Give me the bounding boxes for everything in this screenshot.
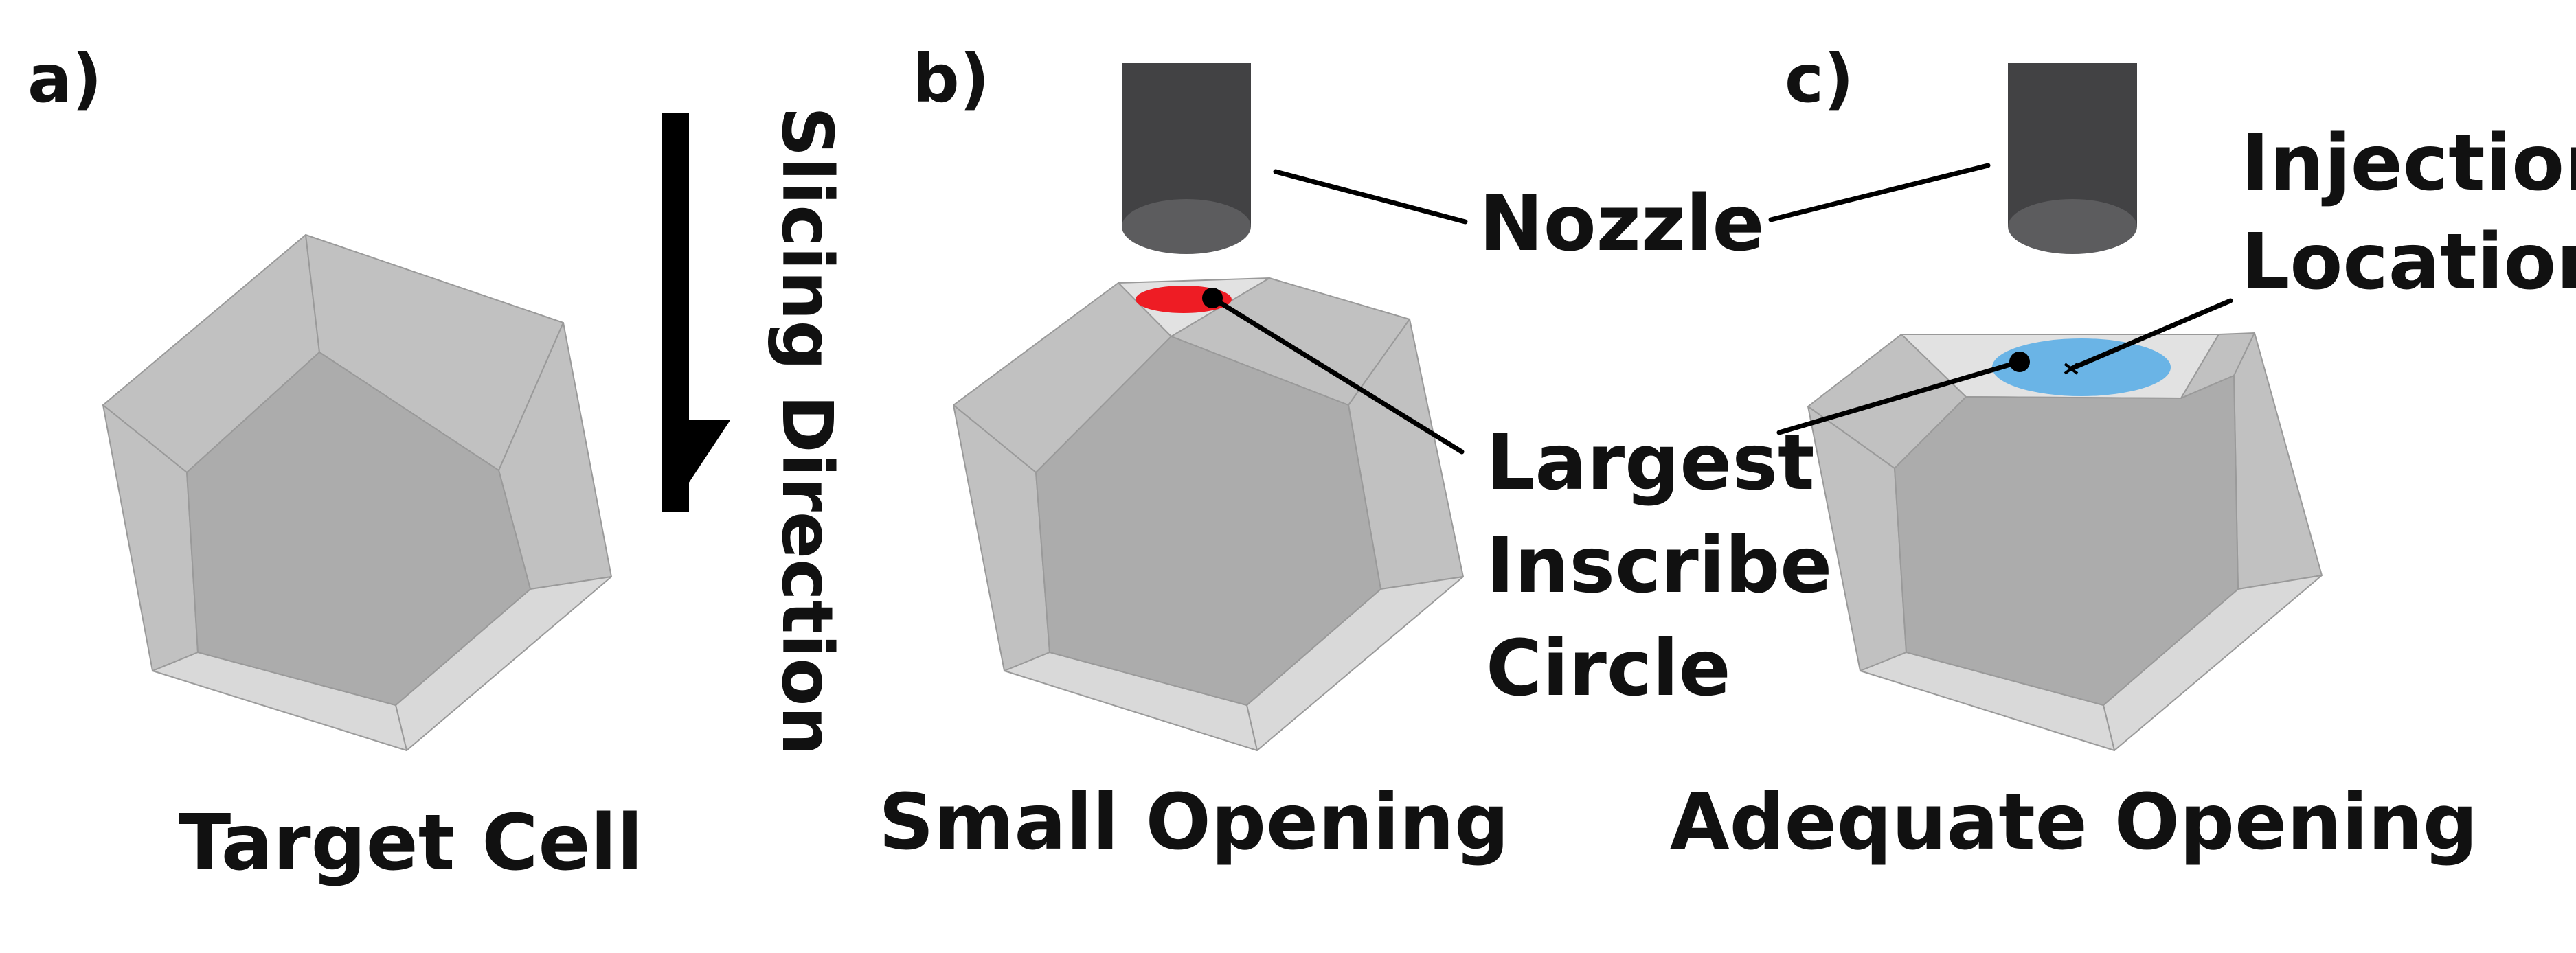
adequate-opening-cell xyxy=(1807,332,2323,751)
nozzle-b-tip xyxy=(1122,199,1251,254)
nozzle-label: Nozzle xyxy=(1479,179,1764,268)
arrow-head xyxy=(662,420,730,512)
largest-circle-callout: Largest Inscribe Circle xyxy=(1486,418,1832,713)
leader-injection-location xyxy=(2068,298,2233,371)
slicing-direction-arrow: Slicing Direction xyxy=(662,106,848,756)
panel-a: a) Target Cell xyxy=(27,41,643,888)
cell-face-front xyxy=(186,352,531,706)
cell-b-face-front xyxy=(1035,336,1381,706)
small-opening-cell xyxy=(953,277,1464,751)
panel-b-letter: b) xyxy=(912,41,990,117)
largest-label-line2: Inscribe xyxy=(1486,521,1832,610)
nozzle-callout: Nozzle xyxy=(1273,163,1991,268)
leader-largest-circle-c xyxy=(1776,359,2022,435)
injection-label-line2: Location xyxy=(2241,218,2576,307)
largest-label-line1: Largest xyxy=(1486,418,1815,507)
panel-b: b) Small Opening xyxy=(879,41,1509,867)
leader-largest-circle-b xyxy=(1210,295,1465,455)
nozzle-c xyxy=(2008,63,2137,254)
panel-b-caption: Small Opening xyxy=(879,778,1509,867)
nozzle-c-tip xyxy=(2008,199,2137,254)
adequate-opening-circle xyxy=(1992,338,2171,396)
injection-label-line1: Injection xyxy=(2241,119,2576,208)
cell-c-face-front xyxy=(1894,375,2239,706)
panel-a-caption: Target Cell xyxy=(179,799,643,888)
leader-nozzle-c xyxy=(1768,163,1991,222)
panel-c-letter: c) xyxy=(1785,41,1854,117)
panel-c-caption: Adequate Opening xyxy=(1670,778,2478,867)
panel-c: c) Injection Location Adequate Opening xyxy=(1670,41,2576,867)
panel-a-letter: a) xyxy=(27,41,102,117)
largest-label-line3: Circle xyxy=(1486,624,1731,713)
nozzle-b xyxy=(1122,63,1251,254)
cell-c-face-right xyxy=(2233,332,2323,590)
leader-nozzle-b xyxy=(1273,169,1468,225)
target-cell-shape xyxy=(102,234,612,751)
slicing-direction-label: Slicing Direction xyxy=(766,106,848,756)
